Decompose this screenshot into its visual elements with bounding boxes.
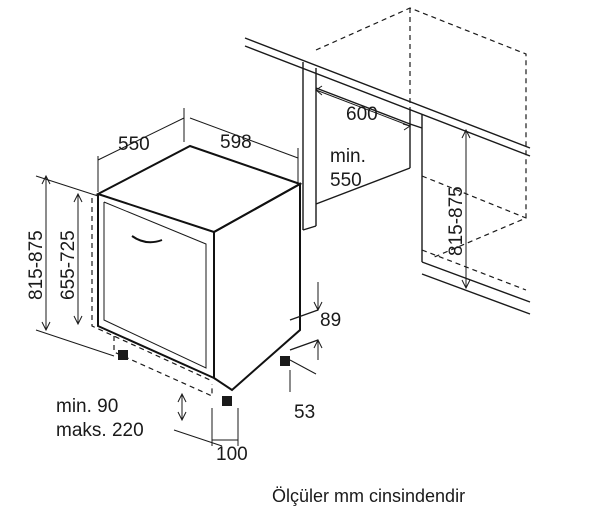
dim-width-598: 598 bbox=[220, 132, 252, 153]
dim-door-655-725: 655-725 bbox=[58, 230, 79, 300]
rear-right-foot bbox=[280, 356, 290, 366]
dim-niche-min-label: min. bbox=[330, 146, 366, 167]
dim-niche-min-value: 550 bbox=[330, 170, 362, 191]
dim-depth-550: 550 bbox=[118, 134, 150, 155]
dim-height-left-815-875: 815-875 bbox=[26, 230, 47, 300]
dishwasher-body bbox=[91, 144, 319, 406]
dim-plinth-max: maks. 220 bbox=[56, 420, 144, 441]
dishwasher-dimension-lines bbox=[35, 108, 323, 447]
front-right-foot bbox=[222, 396, 232, 406]
dim-niche-height-815-875: 815-875 bbox=[446, 186, 467, 256]
dim-niche-600: 600 bbox=[346, 104, 378, 125]
dim-plinth-min: min. 90 bbox=[56, 396, 118, 417]
dim-plinth-depth-100: 100 bbox=[216, 444, 248, 465]
dim-foot-53: 53 bbox=[294, 402, 315, 423]
cabinet-niche bbox=[244, 7, 531, 315]
dim-plinth-89: 89 bbox=[320, 310, 341, 331]
units-caption: Ölçüler mm cinsindendir bbox=[272, 486, 465, 506]
front-left-foot bbox=[118, 350, 128, 360]
